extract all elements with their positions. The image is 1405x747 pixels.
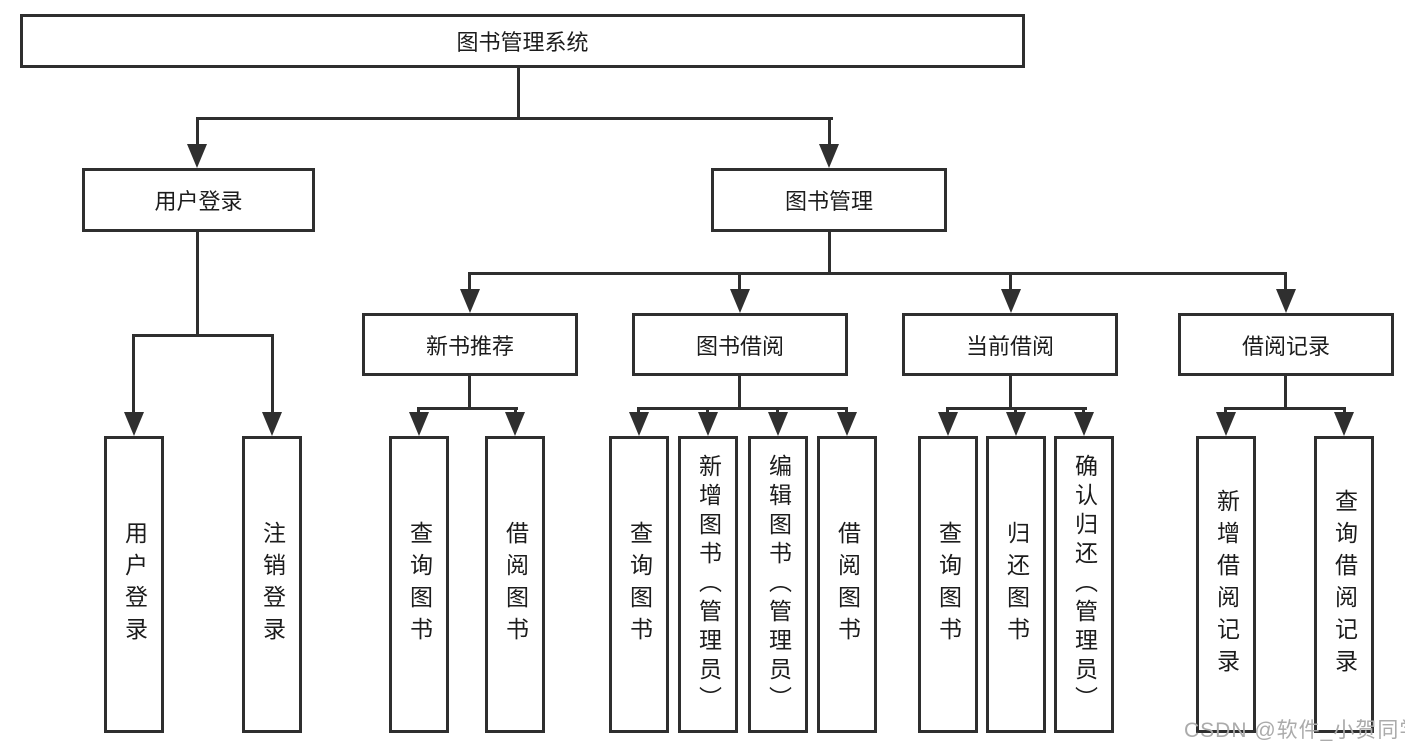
leaf-current-query-book-label: 查询图书 (935, 520, 962, 649)
leaf-newbook-query-book-label: 查询图书 (406, 520, 433, 649)
leaf-add-borrow-record: 新增借阅记录 (1196, 436, 1256, 733)
arrowhead-down-icon (1334, 412, 1354, 436)
connector-line (132, 334, 274, 337)
arrowhead-down-icon (730, 289, 750, 313)
connector-line (271, 334, 274, 414)
node-user-login-label: 用户登录 (154, 189, 243, 214)
leaf-user-login-label: 用户登录 (121, 520, 148, 649)
leaf-confirm-return-admin: 确认归还（管理员） (1054, 436, 1114, 733)
arrowhead-down-icon (409, 412, 429, 436)
connector-line (828, 232, 831, 274)
leaf-query-borrow-record: 查询借阅记录 (1314, 436, 1374, 733)
leaf-borrow-query-book: 查询图书 (609, 436, 669, 733)
arrowhead-down-icon (938, 412, 958, 436)
leaf-user-login: 用户登录 (104, 436, 164, 733)
arrowhead-down-icon (768, 412, 788, 436)
connector-line (196, 117, 833, 120)
leaf-logout: 注销登录 (242, 436, 302, 733)
leaf-add-book-admin: 新增图书（管理员） (678, 436, 738, 733)
connector-line (828, 117, 831, 147)
arrowhead-down-icon (629, 412, 649, 436)
leaf-query-borrow-record-label: 查询借阅记录 (1331, 488, 1358, 681)
leaf-logout-label: 注销登录 (259, 520, 286, 649)
leaf-newbook-borrow-book: 借阅图书 (485, 436, 545, 733)
node-book-borrow: 图书借阅 (632, 313, 848, 376)
connector-line (738, 272, 741, 292)
watermark-text: CSDN @软件_小贺同学 (1184, 719, 1405, 742)
arrowhead-down-icon (262, 412, 282, 436)
connector-line (1009, 272, 1012, 292)
arrowhead-down-icon (187, 144, 207, 168)
node-book-management: 图书管理 (711, 168, 947, 232)
connector-line (1009, 376, 1012, 409)
leaf-return-book-label: 归还图书 (1003, 520, 1030, 649)
leaf-current-query-book: 查询图书 (918, 436, 978, 733)
leaf-confirm-return-admin-label: 确认归还（管理员） (1071, 454, 1098, 715)
connector-line (196, 232, 199, 336)
arrowhead-down-icon (124, 412, 144, 436)
arrowhead-down-icon (819, 144, 839, 168)
leaf-borrow-book: 借阅图书 (817, 436, 877, 733)
arrowhead-down-icon (1001, 289, 1021, 313)
connector-line (1284, 376, 1287, 409)
connector-line (468, 272, 1287, 275)
arrowhead-down-icon (505, 412, 525, 436)
node-borrow-records: 借阅记录 (1178, 313, 1394, 376)
leaf-edit-book-admin-label: 编辑图书（管理员） (765, 454, 792, 715)
node-current-borrow: 当前借阅 (902, 313, 1118, 376)
node-library-system-label: 图书管理系统 (456, 30, 589, 55)
node-current-borrow-label: 当前借阅 (965, 333, 1054, 359)
arrowhead-down-icon (460, 289, 480, 313)
connector-line (1224, 407, 1346, 410)
connector-line (196, 117, 199, 147)
node-book-management-label: 图书管理 (784, 189, 873, 214)
connector-line (132, 334, 135, 414)
node-library-system: 图书管理系统 (20, 14, 1025, 68)
connector-line (738, 376, 741, 409)
connector-line (468, 376, 471, 409)
connector-line (417, 407, 518, 410)
connector-line (637, 407, 848, 410)
node-new-book-recommend: 新书推荐 (362, 313, 578, 376)
leaf-add-borrow-record-label: 新增借阅记录 (1213, 488, 1240, 681)
arrowhead-down-icon (1276, 289, 1296, 313)
arrowhead-down-icon (1216, 412, 1236, 436)
node-new-book-recommend-label: 新书推荐 (425, 333, 514, 359)
leaf-newbook-query-book: 查询图书 (389, 436, 449, 733)
arrowhead-down-icon (1074, 412, 1094, 436)
leaf-edit-book-admin: 编辑图书（管理员） (748, 436, 808, 733)
arrowhead-down-icon (1006, 412, 1026, 436)
arrowhead-down-icon (698, 412, 718, 436)
leaf-newbook-borrow-book-label: 借阅图书 (502, 520, 529, 649)
connector-line (517, 68, 520, 118)
leaf-borrow-query-book-label: 查询图书 (626, 520, 653, 649)
leaf-return-book: 归还图书 (986, 436, 1046, 733)
leaf-borrow-book-label: 借阅图书 (834, 520, 861, 649)
node-borrow-records-label: 借阅记录 (1241, 333, 1330, 359)
arrowhead-down-icon (837, 412, 857, 436)
node-book-borrow-label: 图书借阅 (695, 333, 784, 359)
connector-line (1284, 272, 1287, 292)
connector-line (468, 272, 471, 292)
node-user-login: 用户登录 (82, 168, 315, 232)
leaf-add-book-admin-label: 新增图书（管理员） (695, 454, 722, 715)
